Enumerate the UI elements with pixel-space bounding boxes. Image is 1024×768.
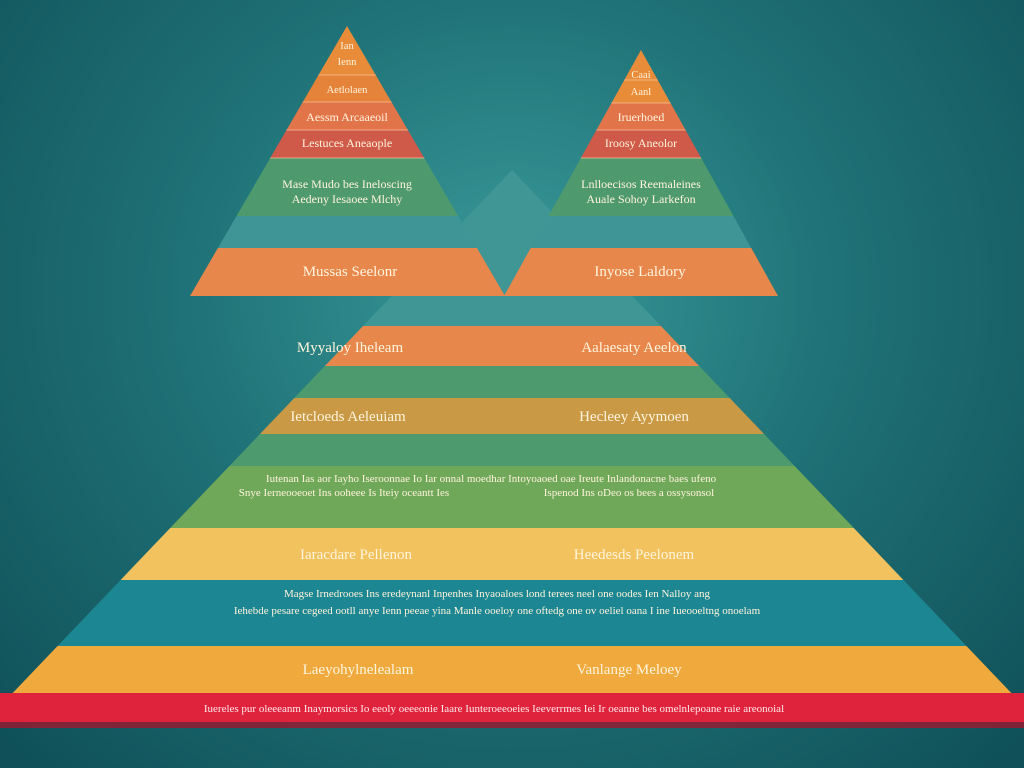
band-1-left-label: Mussas Seelonr bbox=[303, 264, 398, 280]
yellow-band-right-label: Heedesds Peelonem bbox=[574, 547, 695, 563]
band-3-left-label: Ietcloeds Aeleuiam bbox=[290, 409, 406, 425]
olive-band-line-2-right: Ispenod Ins oDeo os bees a ossysonsol bbox=[544, 487, 714, 499]
yellow-band-left-label: Iaracdare Pellenon bbox=[300, 547, 413, 563]
band-deep-teal bbox=[6, 580, 1018, 646]
right-tier-3: Iruerhoed bbox=[618, 110, 665, 124]
main-teal-top bbox=[6, 170, 1018, 330]
main-pyramid bbox=[6, 170, 1018, 700]
right-body-line-1: Lnlloecisos Reemaleines bbox=[581, 177, 701, 191]
band-orange-2 bbox=[6, 326, 1018, 366]
left-body-line-2: Aedeny Iesaoee Mlchy bbox=[292, 192, 403, 206]
red-base-text: Iuereles pur oleeeanm Inaymorsics Io eeo… bbox=[204, 703, 784, 715]
band-ochre bbox=[6, 398, 1018, 434]
deep-teal-line-2: Iehebde pesare cegeed ootll anye Ienn pe… bbox=[234, 605, 761, 617]
left-tier-2: Ienn bbox=[338, 57, 357, 68]
band-green-2 bbox=[6, 366, 1018, 398]
right-pyramid bbox=[504, 50, 778, 296]
right-tier-1: Caai bbox=[631, 70, 650, 81]
left-tier-3: Aetlolaen bbox=[327, 85, 369, 96]
red-base-band bbox=[0, 693, 1024, 722]
right-tier-2: Aanl bbox=[631, 87, 651, 98]
red-base-shadow bbox=[0, 722, 1024, 728]
band-yellow bbox=[6, 528, 1018, 580]
band-2-right-label: Aalaesaty Aeelon bbox=[581, 340, 687, 356]
band-1-right-label: Inyose Laldory bbox=[594, 264, 686, 280]
deep-teal-line-1: Magse Irnedrooes Ins eredeynanl Inpenhes… bbox=[284, 588, 711, 600]
band-amber bbox=[6, 646, 1018, 700]
olive-band-line-2-left: Snye Ierneooeoet Ins ooheee Is Iteiy oce… bbox=[239, 487, 449, 499]
band-green-3 bbox=[6, 434, 1018, 466]
left-tier-1: Ian bbox=[340, 41, 354, 52]
amber-band-right-label: Vanlange Meloey bbox=[576, 662, 682, 678]
right-body-line-2: Auale Sohoy Larkefon bbox=[586, 192, 695, 206]
left-tier-4: Aessm Arcaaeoil bbox=[306, 110, 388, 124]
band-3-right-label: Hecleey Ayymoen bbox=[579, 409, 689, 425]
left-body-line-1: Mase Mudo bes Ineloscing bbox=[282, 177, 412, 191]
right-tier-4: Iroosy Aneolor bbox=[605, 136, 677, 150]
band-2-left-label: Myyaloy Iheleam bbox=[297, 340, 404, 356]
olive-band-line-1: Iutenan Ias aor Iayho Iseroonnae Io Iar … bbox=[266, 473, 717, 485]
left-tier-5: Lestuces Aneaople bbox=[302, 136, 392, 150]
amber-band-left-label: Laeyohylnelealam bbox=[303, 662, 414, 678]
